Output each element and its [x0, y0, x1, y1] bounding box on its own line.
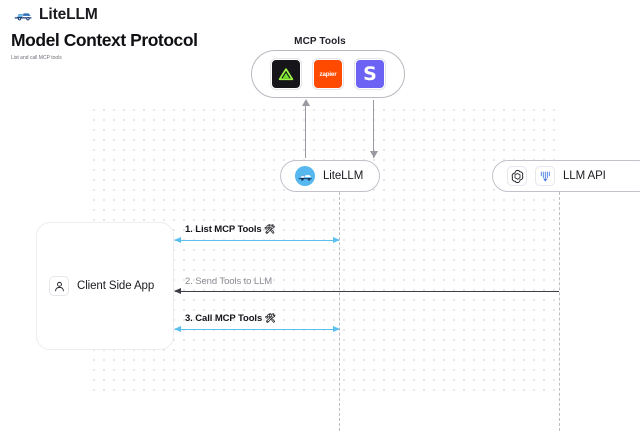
page-subtitle: List and call MCP tools	[11, 55, 62, 61]
slack-s-icon[interactable]: S	[355, 59, 385, 89]
node-llm-api-label: LLM API	[563, 170, 606, 182]
arrow-mcp-to-litellm-line	[373, 100, 374, 158]
message-2-label: 2. Send Tools to LLM	[185, 275, 273, 287]
lifeline-llm-api	[559, 192, 560, 431]
message-1-arrowhead-right	[333, 236, 340, 243]
user-person-icon	[49, 276, 69, 296]
mcp-tools-title: MCP Tools	[294, 36, 346, 47]
message-1-line	[175, 240, 339, 241]
page-title: Model Context Protocol	[11, 30, 198, 50]
node-llm-api[interactable]: LLM API	[492, 160, 640, 192]
message-1-label: 1. List MCP Tools 🛠	[185, 224, 276, 235]
zapier-wordmark: zapier	[319, 70, 337, 78]
message-2-line	[175, 291, 559, 292]
openai-icon	[507, 166, 527, 186]
message-1-text: 1. List MCP Tools	[185, 224, 262, 235]
litellm-truck-logo-icon	[14, 7, 33, 22]
litellm-avatar-icon	[295, 166, 315, 186]
tools-emoji-icon: 🛠	[264, 225, 276, 235]
node-client-side-app[interactable]: Client Side App	[36, 222, 174, 350]
message-3-arrowhead-right	[333, 325, 340, 332]
message-2-text: 2. Send Tools to LLM	[185, 275, 273, 287]
lifeline-litellm	[339, 192, 340, 431]
arrow-litellm-to-mcp-line	[305, 104, 306, 158]
message-3-line	[175, 329, 339, 330]
brand: LiteLLM	[14, 7, 98, 23]
message-1-arrowhead-left	[174, 236, 181, 243]
slack-letter: S	[363, 62, 377, 85]
node-litellm-label: LiteLLM	[323, 170, 364, 182]
arrow-litellm-to-mcp-head	[301, 99, 310, 106]
brand-name: LiteLLM	[39, 6, 98, 23]
node-client-side-app-label: Client Side App	[77, 280, 155, 292]
message-3-arrowhead-left	[174, 325, 181, 332]
message-2-arrowhead-left	[174, 287, 181, 294]
message-3-text: 3. Call MCP Tools	[185, 313, 263, 324]
linear-triangle-icon[interactable]	[271, 59, 301, 89]
zapier-icon[interactable]: zapier	[313, 59, 343, 89]
tools-emoji-icon: 🛠	[264, 314, 277, 324]
arrow-mcp-to-litellm-head	[369, 151, 378, 158]
node-litellm[interactable]: LiteLLM	[280, 160, 380, 192]
anthropic-icon	[535, 166, 555, 186]
mcp-tools-group[interactable]: zapier S	[251, 50, 405, 98]
message-3-label: 3. Call MCP Tools 🛠	[185, 314, 276, 324]
